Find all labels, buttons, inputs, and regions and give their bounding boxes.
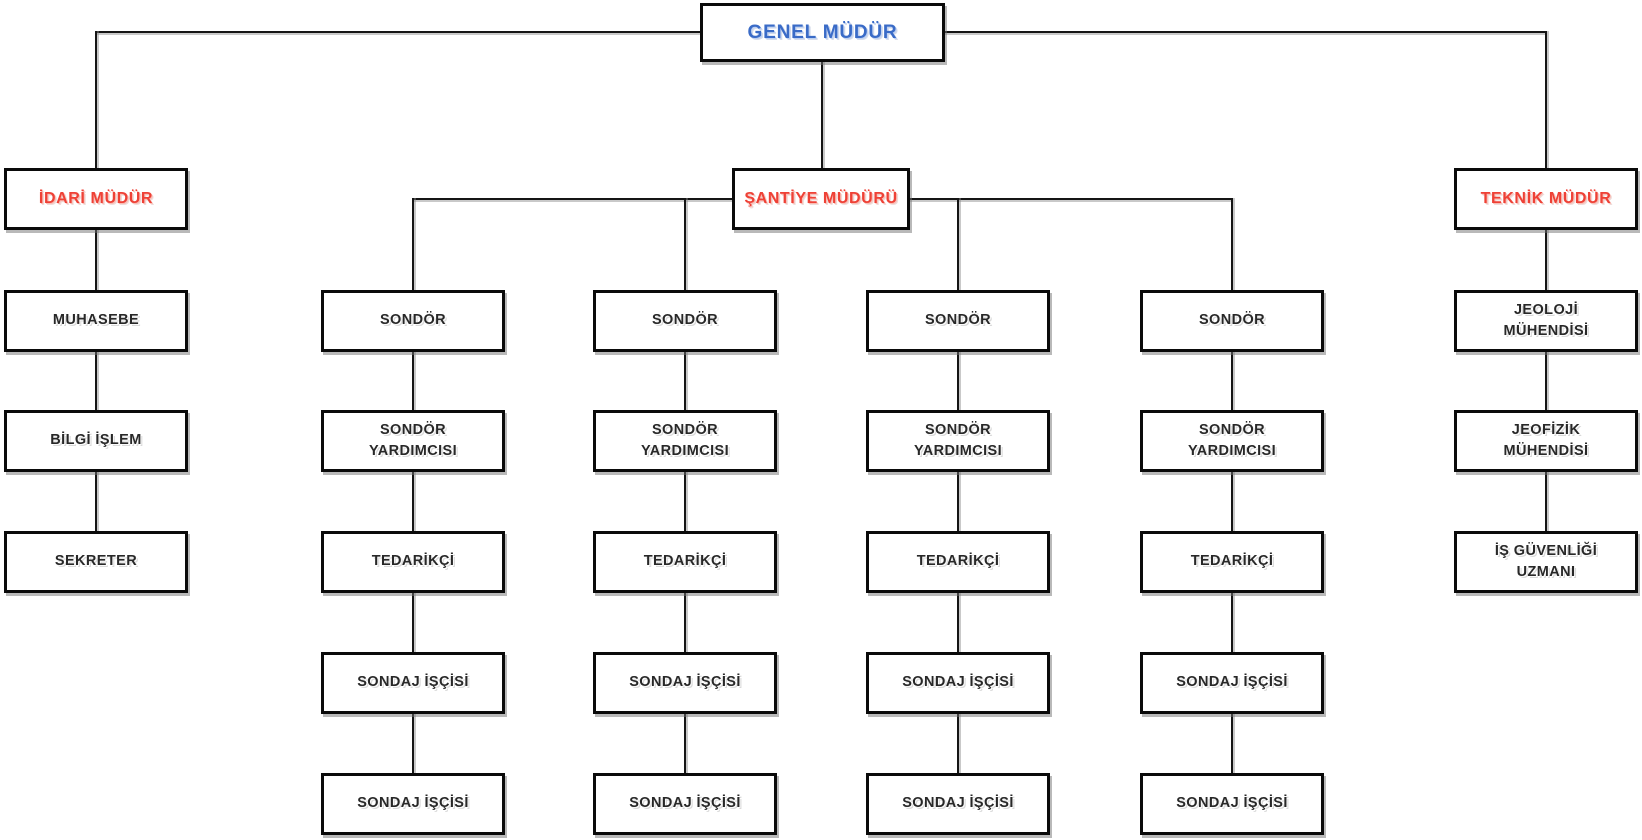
org-node-team1-sondaj-iscisi-2: SONDAJ İŞÇİSİ [321, 773, 505, 835]
org-node-label: SONDAJ İŞÇİSİ [357, 795, 469, 812]
connector-line [95, 31, 97, 168]
connector-line [412, 352, 414, 410]
org-node-label: SONDAJ İŞÇİSİ [902, 674, 1014, 691]
org-node-label: SONDAJ İŞÇİSİ [1176, 795, 1288, 812]
connector-line [1231, 593, 1233, 652]
org-node-jeoloji-muhendisi: JEOLOJİ MÜHENDİSİ [1454, 290, 1638, 352]
connector-line [412, 714, 414, 773]
org-node-label: SEKRETER [54, 553, 138, 570]
org-node-label: MUHASEBE [52, 312, 140, 329]
org-node-label: TEKNİK MÜDÜR [1480, 190, 1612, 208]
connector-line [1545, 31, 1547, 168]
org-node-label: İDARİ MÜDÜR [38, 190, 154, 208]
connector-line [957, 593, 959, 652]
connector-line [908, 198, 1233, 200]
org-node-label: SONDÖR [1198, 312, 1266, 329]
org-node-label: TEDARİKÇİ [643, 553, 727, 570]
org-node-label: İŞ GÜVENLİĞİ UZMANI [1494, 542, 1598, 580]
org-node-label: SONDAJ İŞÇİSİ [629, 795, 741, 812]
org-node-label: SONDÖR [379, 312, 447, 329]
connector-line [95, 352, 97, 410]
connector-line [1545, 472, 1547, 531]
connector-line [957, 472, 959, 531]
connector-line [957, 198, 959, 290]
connector-line [412, 593, 414, 652]
org-node-team4-sondaj-iscisi-1: SONDAJ İŞÇİSİ [1140, 652, 1324, 714]
connector-line [95, 31, 701, 33]
org-node-bilgi-islem: BİLGİ İŞLEM [4, 410, 188, 472]
connector-line [957, 714, 959, 773]
connector-line [95, 230, 97, 290]
org-node-label: SONDÖR [924, 312, 992, 329]
connector-line [684, 593, 686, 652]
org-node-team3-sondaj-iscisi-1: SONDAJ İŞÇİSİ [866, 652, 1050, 714]
org-node-jeofizik-muhendisi: JEOFİZİK MÜHENDİSİ [1454, 410, 1638, 472]
org-node-label: SONDAJ İŞÇİSİ [1176, 674, 1288, 691]
org-node-label: SONDÖR YARDIMCISI [1187, 421, 1277, 459]
connector-line [1231, 472, 1233, 531]
org-node-idari-mudur: İDARİ MÜDÜR [4, 168, 188, 230]
org-node-sekreter: SEKRETER [4, 531, 188, 593]
org-node-team3-sondor-yardimcisi: SONDÖR YARDIMCISI [866, 410, 1050, 472]
connector-line [821, 61, 823, 169]
connector-line [1545, 230, 1547, 290]
org-node-team1-sondaj-iscisi-1: SONDAJ İŞÇİSİ [321, 652, 505, 714]
connector-line [412, 472, 414, 531]
org-node-team1-tedarikci: TEDARİKÇİ [321, 531, 505, 593]
connector-line [1231, 714, 1233, 773]
org-node-genel-mudur: GENEL MÜDÜR [700, 3, 945, 62]
org-node-team2-sondaj-iscisi-2: SONDAJ İŞÇİSİ [593, 773, 777, 835]
connector-line [412, 198, 734, 200]
org-node-label: TEDARİKÇİ [916, 553, 1000, 570]
connector-line [684, 472, 686, 531]
org-node-label: SONDAJ İŞÇİSİ [629, 674, 741, 691]
connector-line [95, 472, 97, 531]
org-node-label: GENEL MÜDÜR [747, 21, 898, 43]
org-node-label: JEOLOJİ MÜHENDİSİ [1503, 301, 1589, 339]
connector-line [1231, 352, 1233, 410]
org-node-santiye-muduru: ŞANTİYE MÜDÜRÜ [732, 168, 910, 230]
org-node-team2-tedarikci: TEDARİKÇİ [593, 531, 777, 593]
org-node-team2-sondaj-iscisi-1: SONDAJ İŞÇİSİ [593, 652, 777, 714]
org-node-team1-sondor-yardimcisi: SONDÖR YARDIMCISI [321, 410, 505, 472]
connector-line [944, 31, 1547, 33]
org-node-team4-sondor-yardimcisi: SONDÖR YARDIMCISI [1140, 410, 1324, 472]
org-node-team2-sondor: SONDÖR [593, 290, 777, 352]
org-node-label: ŞANTİYE MÜDÜRÜ [744, 190, 898, 208]
connector-line [684, 352, 686, 410]
connector-line [1545, 352, 1547, 410]
org-node-label: SONDÖR YARDIMCISI [368, 421, 458, 459]
org-node-team3-sondor: SONDÖR [866, 290, 1050, 352]
org-node-label: SONDÖR YARDIMCISI [640, 421, 730, 459]
connector-line [957, 352, 959, 410]
org-node-label: SONDÖR YARDIMCISI [913, 421, 1003, 459]
org-node-team2-sondor-yardimcisi: SONDÖR YARDIMCISI [593, 410, 777, 472]
connector-line [684, 714, 686, 773]
org-node-label: TEDARİKÇİ [371, 553, 455, 570]
org-node-team4-sondor: SONDÖR [1140, 290, 1324, 352]
org-node-is-guvenligi-uzmani: İŞ GÜVENLİĞİ UZMANI [1454, 531, 1638, 593]
org-node-label: SONDAJ İŞÇİSİ [902, 795, 1014, 812]
org-node-label: SONDÖR [651, 312, 719, 329]
org-node-label: TEDARİKÇİ [1190, 553, 1274, 570]
org-node-teknik-mudur: TEKNİK MÜDÜR [1454, 168, 1638, 230]
connector-line [1231, 198, 1233, 290]
org-node-muhasebe: MUHASEBE [4, 290, 188, 352]
connector-line [412, 198, 414, 290]
org-node-team4-tedarikci: TEDARİKÇİ [1140, 531, 1324, 593]
org-node-label: JEOFİZİK MÜHENDİSİ [1503, 421, 1589, 459]
org-node-label: BİLGİ İŞLEM [50, 432, 142, 449]
connector-line [684, 198, 686, 290]
org-node-label: SONDAJ İŞÇİSİ [357, 674, 469, 691]
org-node-team4-sondaj-iscisi-2: SONDAJ İŞÇİSİ [1140, 773, 1324, 835]
org-node-team1-sondor: SONDÖR [321, 290, 505, 352]
org-node-team3-sondaj-iscisi-2: SONDAJ İŞÇİSİ [866, 773, 1050, 835]
org-node-team3-tedarikci: TEDARİKÇİ [866, 531, 1050, 593]
